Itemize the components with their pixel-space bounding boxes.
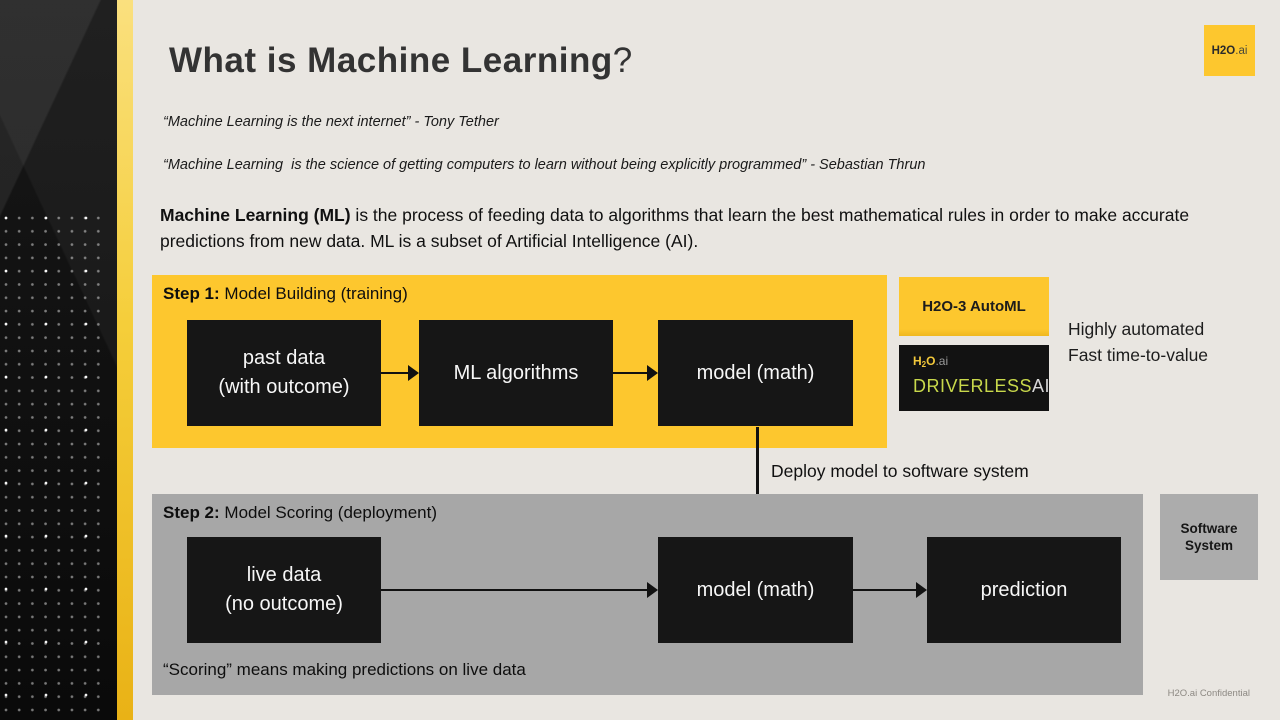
arrow-head	[408, 365, 419, 381]
driverless-h: H	[913, 354, 922, 368]
arrow-head	[647, 582, 658, 598]
node-live-data-line1: live data	[246, 564, 322, 586]
deploy-label: Deploy model to software system	[771, 461, 1029, 481]
benefit-line1: Highly automated	[1068, 319, 1205, 339]
step1-label-rest: Model Building (training)	[219, 284, 408, 303]
step2-panel: Step 2: Model Scoring (deployment) live …	[152, 494, 1143, 695]
node-prediction: prediction	[927, 537, 1121, 643]
step2-label-bold: Step 2:	[163, 503, 220, 522]
page-title-text: What is Machine Learning	[169, 41, 613, 80]
node-model-math-train: model (math)	[658, 320, 853, 426]
step2-label-rest: Model Scoring (deployment)	[219, 503, 438, 522]
node-past-data: past data (with outcome)	[187, 320, 381, 426]
driverless-name: DRIVERLESS	[913, 376, 1033, 396]
quote-sebastian-thrun: “Machine Learning is the science of gett…	[163, 157, 926, 173]
benefit-line2: Fast time-to-value	[1068, 345, 1209, 365]
arrow-head	[647, 365, 658, 381]
arrow-head	[916, 582, 927, 598]
dot-pattern	[4, 216, 107, 716]
node-ml-algorithms-line1: ML algorithms	[453, 361, 579, 384]
driverless-sub2: 2	[921, 360, 927, 369]
arrow-shaft	[756, 427, 759, 517]
arrow-ml-to-model	[613, 365, 658, 381]
sidebar-decoration	[0, 0, 117, 720]
scoring-footnote: “Scoring” means making predictions on li…	[163, 660, 526, 679]
arrow-shaft	[613, 371, 649, 374]
confidential-footer: H2O.ai Confidential	[1167, 688, 1250, 699]
yellow-stripe	[117, 0, 133, 720]
software-system-line2: System	[1184, 538, 1234, 553]
arrow-shaft	[853, 588, 918, 591]
quote-tony-tether: “Machine Learning is the next internet” …	[163, 114, 499, 130]
arrow-live-to-model	[381, 582, 658, 598]
node-past-data-line1: past data	[242, 347, 326, 369]
page-title-qmark: ?	[612, 41, 633, 80]
driverless-wordmark: DRIVERLESSAI	[913, 375, 1051, 397]
node-live-data-line2: (no outcome)	[225, 593, 343, 615]
step1-panel: Step 1: Model Building (training) past d…	[152, 275, 887, 448]
page-title: What is Machine Learning?	[169, 41, 633, 81]
node-model-math-score: model (math)	[658, 537, 853, 643]
arrow-shaft	[381, 371, 410, 374]
intro-paragraph: Machine Learning (ML) is the process of …	[160, 202, 1260, 254]
node-past-data-line2: (with outcome)	[218, 376, 350, 398]
software-system-box: Software System	[1160, 494, 1258, 580]
driverless-h2o-logo: H2O.ai	[913, 354, 1049, 372]
driverless-name-ai: AI	[1032, 376, 1051, 396]
step1-label: Step 1: Model Building (training)	[163, 284, 408, 304]
node-ml-algorithms: ML algorithms	[419, 320, 613, 426]
arrow-model-to-prediction	[853, 582, 927, 598]
h2o3-automl-label: H2O-3 AutoML	[922, 298, 1026, 315]
software-system-line1: Software	[1180, 521, 1238, 536]
node-prediction-line1: prediction	[980, 578, 1068, 601]
h2o-logo: H2O.ai	[1204, 25, 1255, 76]
arrow-past-to-ml	[381, 365, 419, 381]
node-model-math-score-line1: model (math)	[696, 578, 815, 601]
h2o3-automl-badge: H2O-3 AutoML	[899, 277, 1049, 336]
driverless-o: O	[926, 354, 936, 368]
node-live-data: live data (no outcome)	[187, 537, 381, 643]
h2o-logo-main: H2O	[1211, 44, 1236, 57]
driverless-ai-suffix: .ai	[935, 354, 949, 368]
node-model-math-train-line1: model (math)	[696, 361, 815, 384]
intro-rest: is the process of feeding data to algori…	[160, 205, 1190, 251]
driverless-ai-badge: H2O.ai DRIVERLESSAI	[899, 345, 1051, 411]
h2o-logo-ai: .ai	[1235, 44, 1248, 57]
benefits-text: Highly automated Fast time-to-value	[1068, 316, 1208, 368]
step2-label: Step 2: Model Scoring (deployment)	[163, 503, 437, 523]
arrow-shaft	[381, 588, 649, 591]
intro-bold: Machine Learning (ML)	[160, 205, 351, 225]
step1-label-bold: Step 1:	[163, 284, 220, 303]
